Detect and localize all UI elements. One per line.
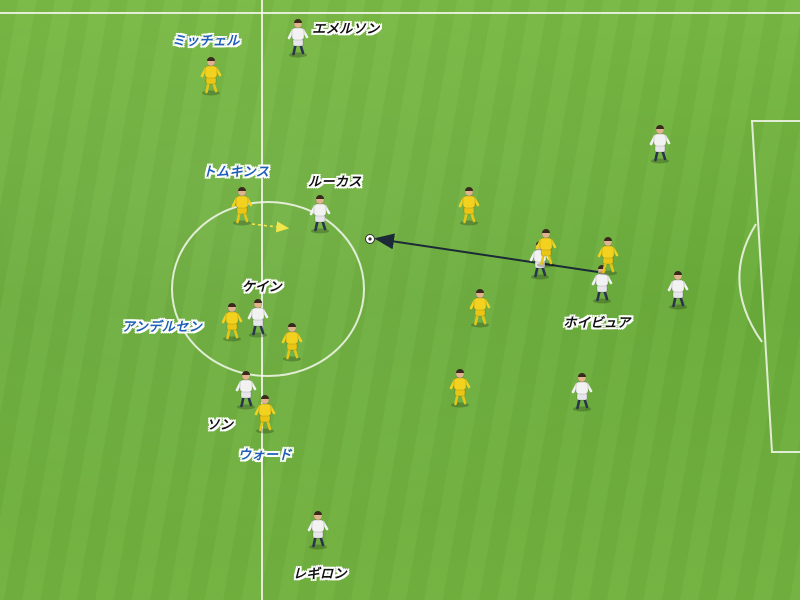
label-andersen: アンデルセン [121,320,203,335]
player-andersen [221,303,243,342]
label-kane: ケイン [241,280,283,295]
penalty-box [750,120,800,453]
player-y7 [597,237,619,276]
player-emerson [287,19,309,58]
label-reguilon: レギロン [292,567,348,582]
label-tomkins: トムキンス [202,165,270,180]
player-y5 [458,187,480,226]
player-lucas [309,195,331,234]
label-lucas: ルーカス [307,175,363,190]
player-son [235,371,257,410]
pass-arrow [374,233,599,273]
label-hojbjerg: ホイビュア [563,316,631,331]
label-ward: ウォード [237,448,293,463]
player-w7 [649,125,671,164]
label-emerson: エメルソン [312,22,380,37]
player-tomkins [231,187,253,226]
ball [365,234,375,244]
run-arrow [251,221,290,233]
player-y10 [449,369,471,408]
player-y9 [281,323,303,362]
centre-circle [171,201,365,377]
player-kane [247,299,269,338]
player-w9 [571,373,593,412]
player-reguilon [307,511,329,550]
label-son: ソン [206,418,234,433]
player-w8 [667,271,689,310]
player-ward [254,395,276,434]
penalty-arc [738,223,763,343]
player-y8 [469,289,491,328]
label-mitchell: ミッチェル [172,34,240,49]
players-layer [200,19,689,550]
player-y6 [535,229,557,268]
player-mitchell [200,57,222,96]
player-hojbjerg [591,265,613,304]
